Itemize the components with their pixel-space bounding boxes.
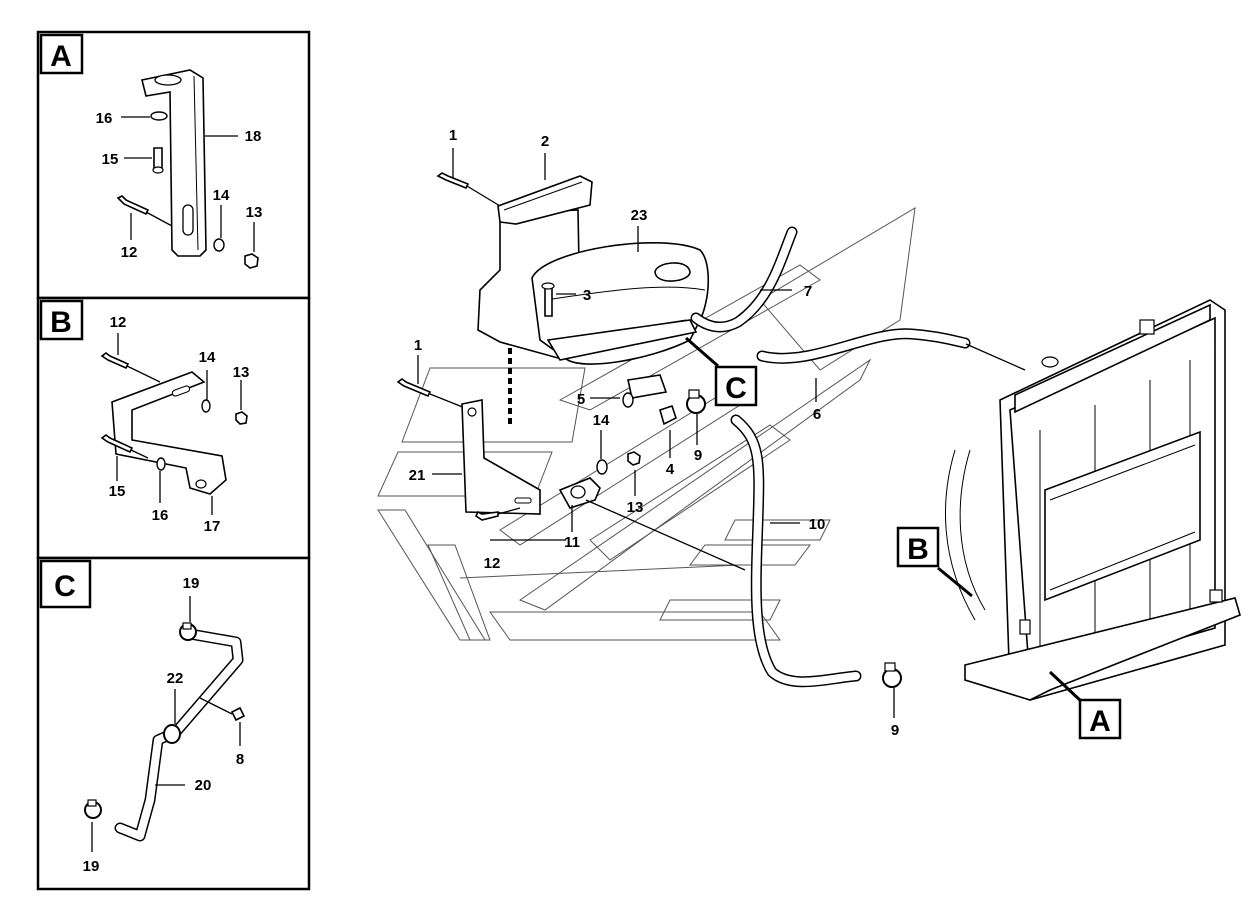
callout-2: 2 [541,133,549,150]
callout-13: 13 [627,499,644,516]
callout-c-19-top: 19 [183,575,200,592]
callout-c-20: 20 [195,777,212,794]
panel-frame-c [36,556,311,891]
bracket-17 [111,371,227,495]
slot-hole-lower [182,204,194,236]
bolt-12-main [474,510,499,521]
ref-box-b: B [896,526,940,568]
callout-b-12: 12 [110,314,127,331]
callout-c-22: 22 [167,670,184,687]
arrow-a [1048,670,1084,704]
main-assembly: 1 2 23 3 7 6 1 5 14 4 9 21 13 10 11 12 9… [377,127,1241,740]
ref-box-c: C [714,365,758,407]
callout-9-top: 9 [694,447,702,464]
washer-16-b [156,457,166,471]
bracket-21 [461,399,541,515]
callout-7: 7 [804,283,812,300]
ref-letter-a: A [1089,705,1111,738]
callout-10: 10 [809,516,826,533]
detail-panel-b: B 12 14 13 15 16 [39,299,250,535]
callout-21: 21 [409,467,426,484]
detail-panel-a: A 16 15 18 [39,33,263,269]
tank-base [546,319,698,361]
washer-14-main [596,459,608,475]
callout-b-13: 13 [233,364,250,381]
bolt-12 [116,195,150,216]
radiator-assembly [945,299,1241,701]
detail-panel-c: C 19 22 [39,559,246,875]
nut-13-main [627,451,641,466]
bolt-15-b [100,434,134,454]
hose-clamp-9-top [686,389,706,414]
bolt-1-mid [396,378,432,398]
callout-a-16: 16 [96,110,113,127]
callout-a-12: 12 [121,244,138,261]
bolt-15 [153,147,163,169]
ref-letter-c: C [725,372,747,405]
bolt-12-b [100,352,130,370]
clamp-22 [163,724,181,744]
callout-14: 14 [593,412,610,429]
nut-13-b [235,411,248,425]
panel-frame-b [36,296,311,560]
callout-5: 5 [577,391,585,408]
panel-a-letter: A [50,40,72,73]
bolt-1-top [436,172,470,190]
callout-4: 4 [666,461,675,478]
callout-3: 3 [583,287,591,304]
panel-b-letter: B [50,306,72,339]
callout-9-bottom: 9 [891,722,899,739]
callout-11: 11 [564,534,580,551]
callout-a-15: 15 [102,151,119,168]
panel-b-letter-box [39,299,84,341]
callout-b-14: 14 [199,349,216,366]
callout-c-19-bottom: 19 [83,858,100,875]
tank-cap [654,262,691,282]
panel-c-letter: C [54,570,76,603]
callout-23: 23 [631,207,648,224]
nut-13 [244,253,259,269]
panel-a-letter-box [39,33,84,75]
callout-b-17: 17 [204,518,221,535]
callout-6: 6 [813,406,821,423]
arrow-b [937,566,973,598]
panel-c-letter-box [39,559,92,609]
callout-b-15: 15 [109,483,126,500]
callout-a-14: 14 [213,187,230,204]
ref-letter-b: B [907,533,929,566]
washer-5 [622,392,634,408]
ref-box-a: A [1078,698,1122,740]
washer-16 [150,111,168,121]
hose-clamp-9-bottom [882,662,902,688]
spacer-4 [659,404,677,426]
washer-14 [213,238,225,252]
callout-1-mid: 1 [414,337,422,354]
callout-1-top: 1 [449,127,457,144]
callout-c-8: 8 [236,751,244,768]
washer-14-b [201,399,211,413]
bracket-2 [497,175,593,225]
callout-12: 12 [484,555,501,572]
callout-a-18: 18 [245,128,262,145]
clamp-19-top [179,622,197,641]
clamp-19-bottom [84,799,102,819]
bolt-3 [544,287,553,317]
detail-panels: A 16 15 18 [36,30,311,891]
slot-hole-top [154,74,182,86]
callout-b-16: 16 [152,507,169,524]
callout-a-13: 13 [246,204,263,221]
arrow-c [685,336,719,368]
fitting-8 [230,706,246,722]
